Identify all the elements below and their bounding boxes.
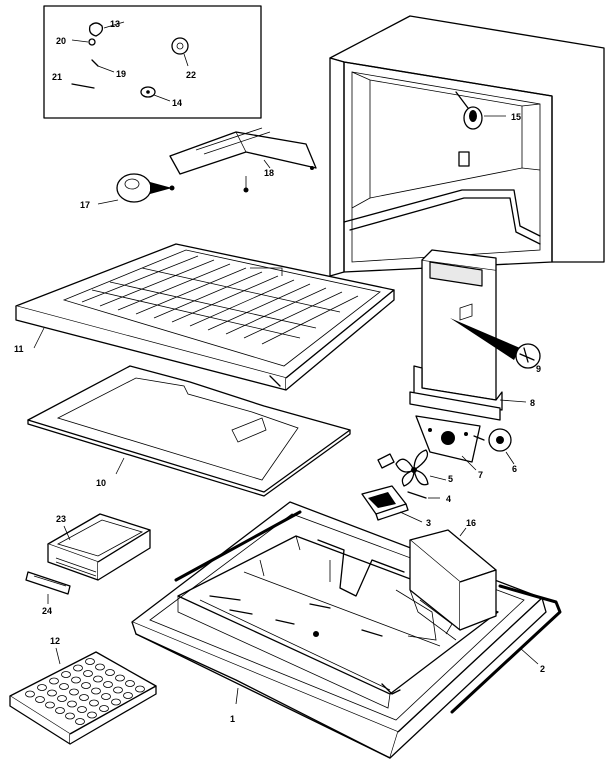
part-5-fan-blade: 5	[377, 449, 453, 487]
ice-cell	[89, 699, 99, 707]
ice-cell	[77, 706, 87, 713]
ice-cell	[59, 683, 69, 690]
ice-cell	[101, 693, 111, 700]
callout-11: 11	[14, 344, 24, 354]
ice-cell	[45, 701, 55, 709]
ice-cell	[115, 674, 125, 682]
ice-cell	[65, 712, 75, 720]
ice-cell	[67, 700, 77, 708]
callout-5: 5	[448, 474, 453, 484]
callout-7: 7	[478, 470, 483, 480]
callout-1: 1	[230, 714, 235, 724]
callout-9: 9	[536, 364, 541, 374]
part-14-washer	[140, 86, 171, 102]
part-18-bracket: 18	[169, 127, 317, 193]
ice-cell	[111, 698, 121, 706]
part-20-screw	[71, 38, 96, 46]
callout-19: 19	[116, 69, 126, 79]
callout-2: 2	[540, 664, 545, 674]
part-2-gasket: 2	[174, 510, 562, 714]
callout-24: 24	[42, 606, 52, 616]
cabinet: 15	[329, 15, 605, 277]
ice-cell	[83, 670, 93, 677]
ice-cell	[91, 687, 101, 695]
ice-cell	[79, 694, 89, 701]
part-19-pin	[91, 59, 115, 73]
ice-cell	[57, 695, 67, 702]
callout-15: 15	[511, 112, 521, 122]
ice-cell	[85, 658, 95, 665]
ice-cell	[123, 692, 133, 699]
callout-22: 22	[186, 70, 196, 80]
callout-16: 16	[466, 518, 476, 528]
part-11-shelf: 11	[14, 243, 395, 391]
callout-18: 18	[264, 168, 274, 178]
callout-3: 3	[426, 518, 431, 528]
ice-cell	[35, 696, 45, 703]
ice-cell	[99, 705, 109, 712]
ice-cell	[75, 718, 85, 725]
part-7-motor-bracket: 7	[415, 415, 483, 480]
part-8-air-duct: 8	[409, 249, 535, 421]
part-22-cap	[171, 37, 189, 67]
part-3-fan-motor: 3	[361, 485, 431, 528]
ice-cell	[87, 711, 97, 719]
callout-12: 12	[50, 636, 60, 646]
ice-cell	[113, 686, 123, 694]
ice-cell	[25, 690, 35, 698]
ice-cell	[47, 689, 57, 697]
callout-23: 23	[56, 514, 66, 524]
ice-cell	[95, 663, 105, 671]
ice-cell	[55, 707, 65, 714]
callout-20: 20	[56, 36, 66, 46]
callout-6: 6	[512, 464, 517, 474]
ice-cell	[105, 669, 115, 676]
callout-4: 4	[446, 494, 451, 504]
ice-cell	[37, 684, 47, 691]
part-16-cover: 16	[409, 518, 497, 641]
part-23-drawer: 23	[47, 513, 151, 581]
callout-13: 13	[110, 19, 120, 29]
callout-17: 17	[80, 200, 90, 210]
hardware-inset: 13 20 19 21 22 14	[43, 5, 262, 119]
callout-10: 10	[96, 478, 106, 488]
part-21-rod	[71, 83, 95, 89]
ice-cell	[71, 676, 81, 684]
ice-cell	[69, 688, 79, 696]
ice-cell	[49, 677, 59, 685]
part-12-ice-tray: 12	[9, 636, 157, 745]
ice-cell	[73, 664, 83, 672]
callout-14: 14	[172, 98, 182, 108]
part-10-panel: 10	[27, 365, 351, 497]
part-13-clip	[88, 21, 125, 37]
ice-cell	[93, 675, 103, 683]
ice-cell	[125, 680, 135, 687]
part-6-grommet: 6	[473, 428, 517, 474]
part-4-clip: 4	[407, 491, 451, 504]
part-15-light-socket	[455, 91, 506, 130]
part-24-handle: 24	[25, 571, 71, 616]
ice-cell	[61, 671, 71, 678]
ice-cell	[103, 681, 113, 688]
callout-8: 8	[530, 398, 535, 408]
part-9-screw: 9	[450, 318, 541, 374]
callout-21: 21	[52, 72, 62, 82]
ice-cell	[135, 685, 145, 693]
ice-tray-cells	[25, 658, 145, 725]
part-17-knob: 17	[80, 173, 175, 210]
ice-cell	[81, 682, 91, 689]
part-1-liner: 1	[131, 501, 547, 759]
